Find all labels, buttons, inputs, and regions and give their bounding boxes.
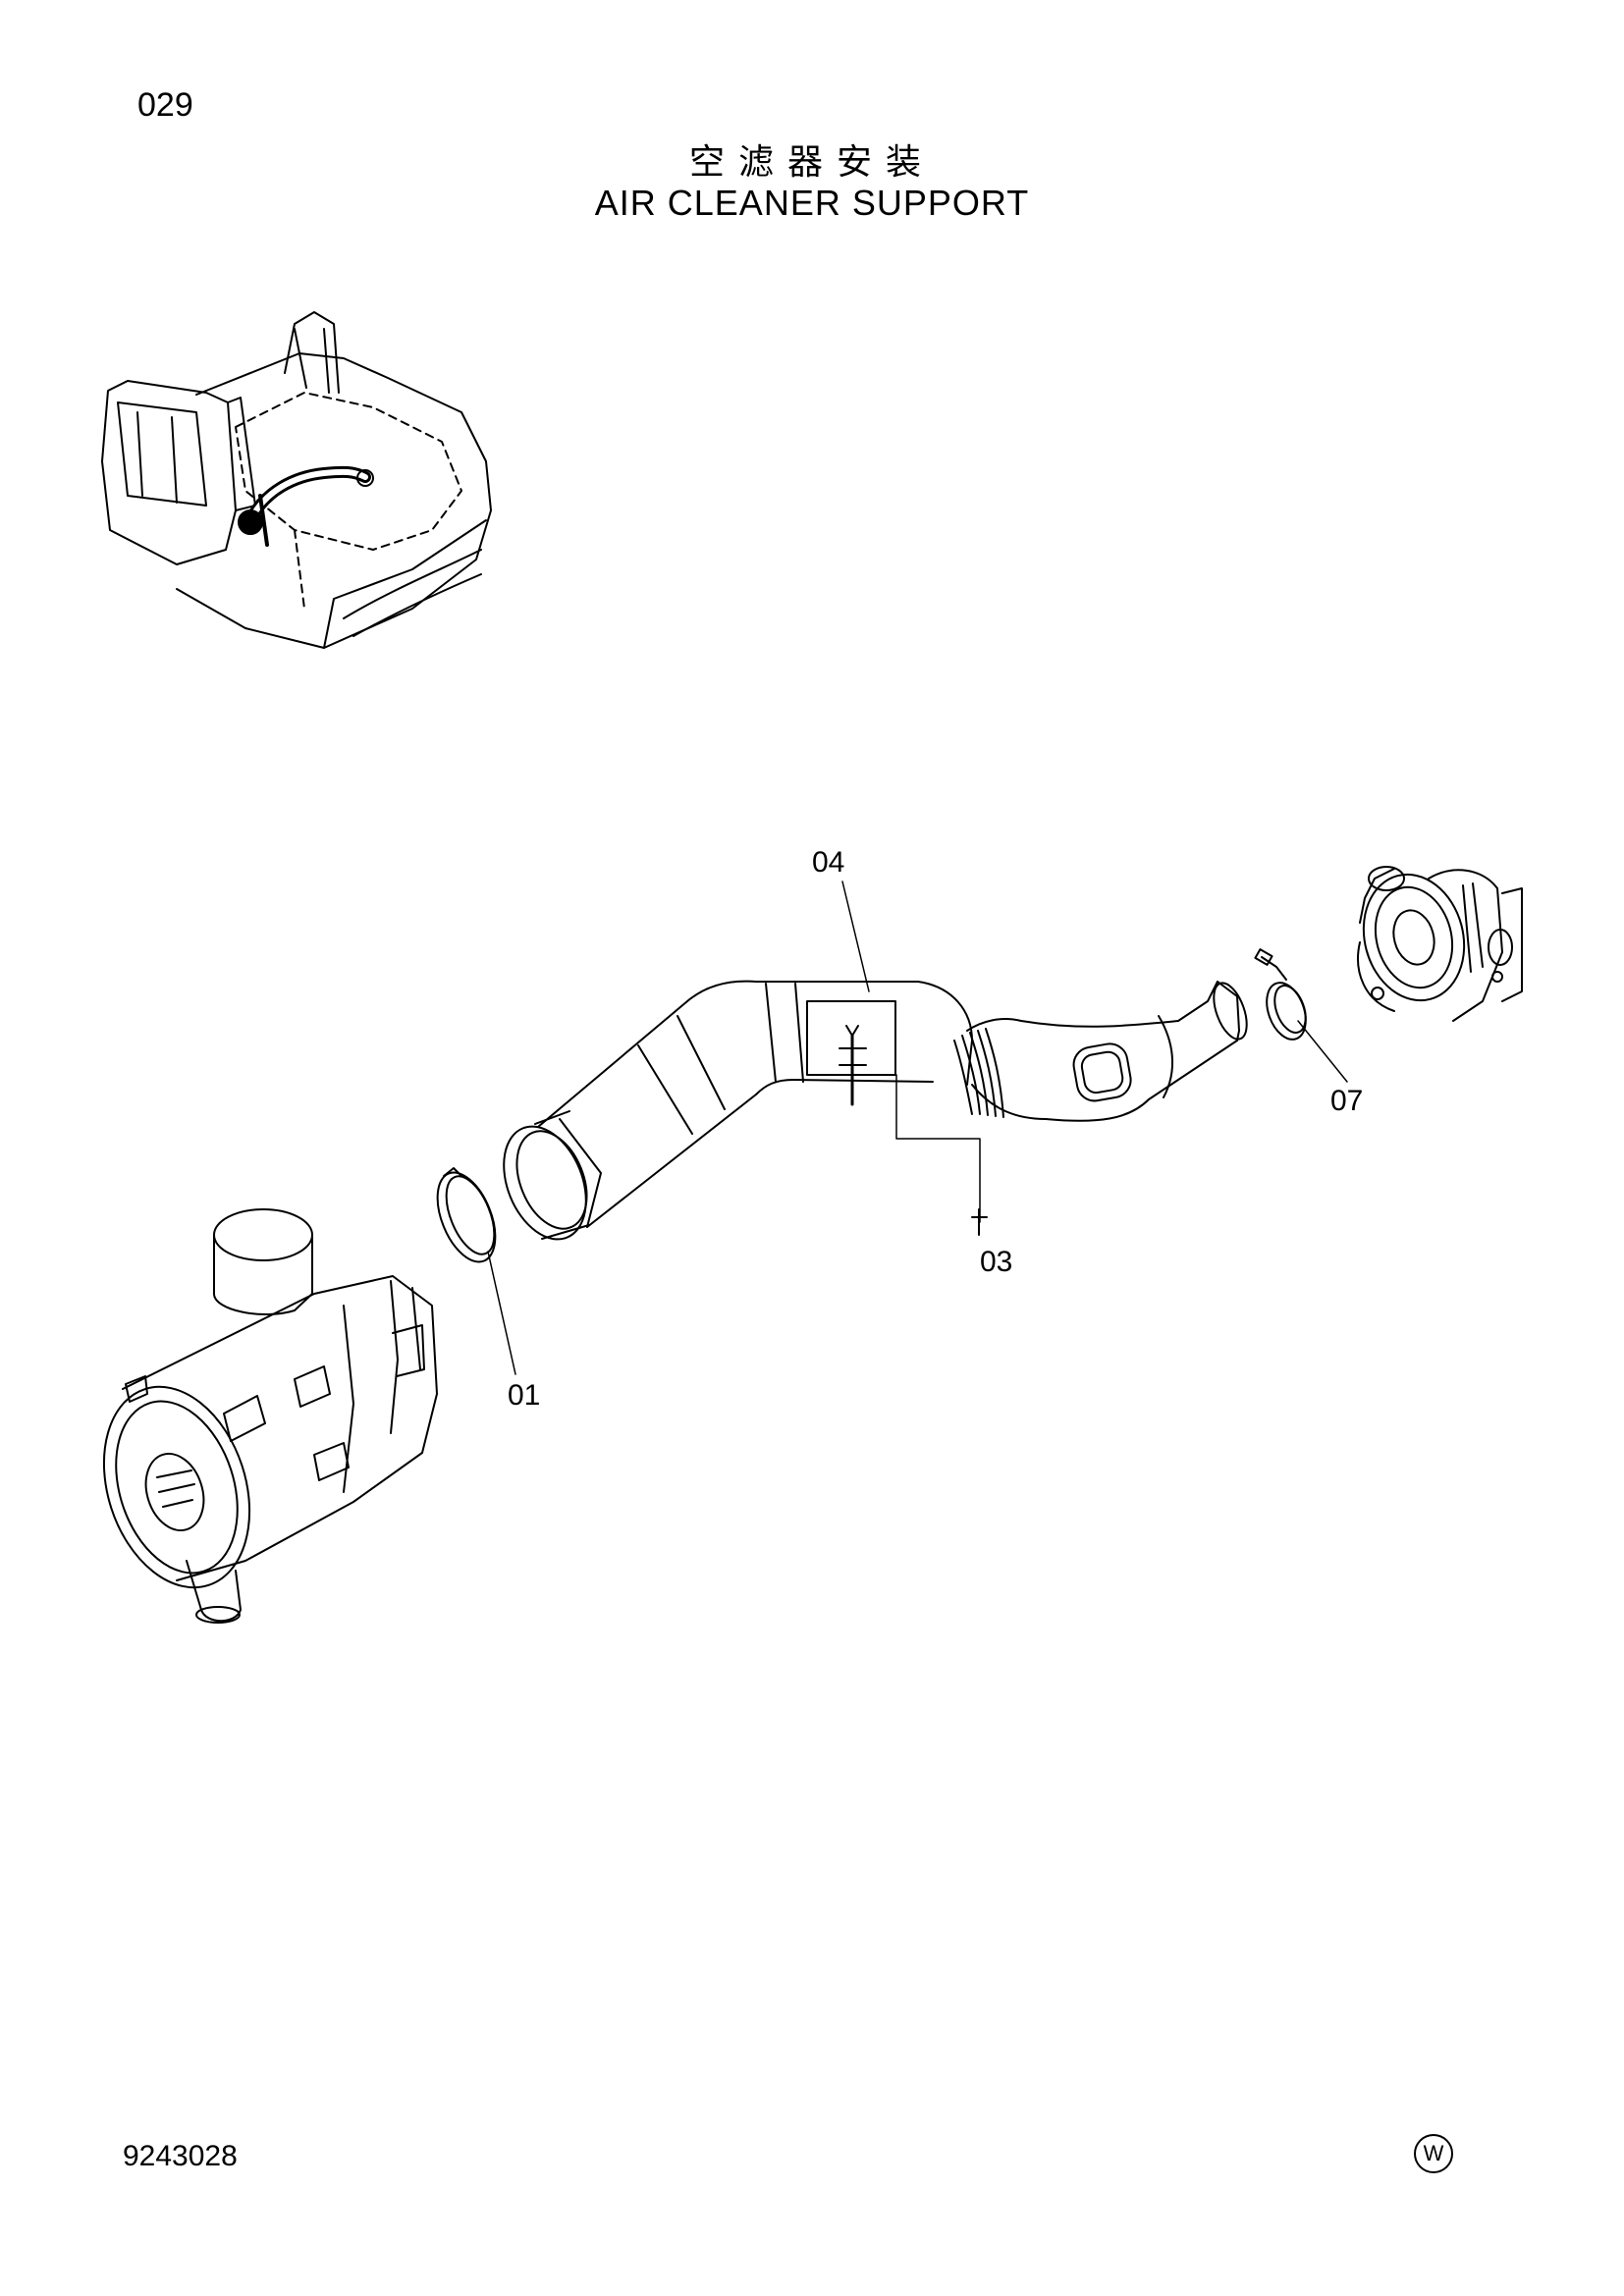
machine-overview-illustration — [101, 311, 492, 649]
leader-lines — [487, 881, 1348, 1375]
bolt-03 — [839, 1025, 988, 1236]
callout-01: 01 — [508, 1379, 540, 1412]
page-title: AIR CLEANER SUPPORT — [594, 183, 1030, 223]
clamp-01 — [436, 1167, 497, 1263]
document-code: 9243028 — [123, 2140, 238, 2172]
callout-04: 04 — [812, 846, 844, 879]
air-cleaner-housing — [102, 1208, 438, 1624]
callout-07: 07 — [1330, 1085, 1363, 1117]
page-number: 029 — [137, 86, 193, 124]
callout-03: 03 — [980, 1246, 1012, 1278]
clamp-07 — [1254, 948, 1307, 1041]
leader-line-04 — [841, 881, 870, 992]
turbocharger — [1357, 866, 1523, 1022]
air-intake-hose-04 — [503, 980, 1248, 1241]
leader-line-03 — [895, 1074, 981, 1223]
leader-line-01 — [487, 1251, 516, 1375]
w-mark: W — [1414, 2134, 1453, 2173]
page-title-chinese: 空滤器安装 — [688, 142, 935, 183]
leader-line-07 — [1297, 1020, 1348, 1083]
